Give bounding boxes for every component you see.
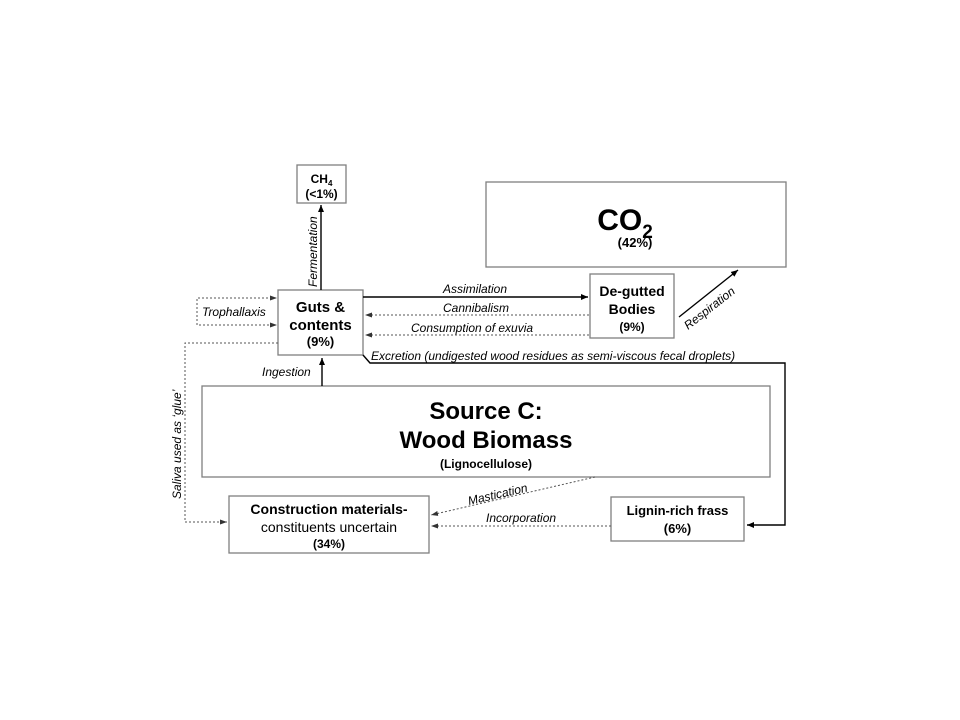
source-line1: Source C:: [429, 398, 542, 425]
construction-line2: constituents uncertain: [261, 519, 397, 535]
co2-subscript: 2: [642, 222, 653, 243]
source-line3: (Lignocellulose): [440, 457, 532, 471]
svg-text:CH4: CH4: [311, 172, 333, 188]
degutted-percent: (9%): [619, 320, 644, 334]
frass-node: Lignin-rich frass (6%): [610, 496, 745, 542]
incorporation-label: Incorporation: [486, 511, 556, 525]
ch4-node: CH4 (<1%): [296, 164, 347, 204]
ch4-percent: (<1%): [305, 187, 337, 201]
mastication-arrow: [430, 476, 596, 516]
source-node: Source C: Wood Biomass (Lignocellulose): [201, 385, 771, 478]
respiration-edge: Respiration: [678, 269, 739, 332]
excretion-label: Excretion (undigested wood residues as s…: [371, 349, 735, 363]
frass-line1: Lignin-rich frass: [627, 503, 729, 518]
excretion-arrow: [362, 354, 786, 528]
trophallaxis-edge: Trophallaxis: [196, 295, 277, 328]
ingestion-label: Ingestion: [262, 365, 311, 379]
svg-text:CO2: CO2: [597, 204, 653, 243]
degutted-line2: Bodies: [609, 301, 656, 317]
construction-percent: (34%): [313, 537, 345, 551]
ch4-subscript: 4: [328, 179, 333, 188]
fermentation-edge: Fermentation: [306, 205, 324, 290]
co2-node: CO2 (42%): [485, 181, 787, 268]
fermentation-label: Fermentation: [306, 216, 320, 287]
exuvia-edge: Consumption of exuvia: [365, 321, 589, 338]
respiration-arrow: [678, 269, 739, 318]
mastication-edge: Mastication: [430, 476, 596, 516]
guts-percent: (9%): [307, 334, 334, 349]
trophallaxis-label: Trophallaxis: [202, 305, 266, 319]
source-line2: Wood Biomass: [400, 427, 573, 454]
incorporation-edge: Incorporation: [431, 511, 611, 529]
degutted-line1: De-gutted: [599, 283, 664, 299]
guts-node: Guts & contents (9%): [277, 289, 364, 356]
saliva-arrow: [184, 342, 278, 525]
saliva-label: Saliva used as ‘glue’: [170, 389, 184, 499]
excretion-edge: Excretion (undigested wood residues as s…: [362, 349, 786, 528]
co2-percent: (42%): [618, 235, 653, 250]
guts-line2: contents: [289, 317, 352, 334]
ch4-formula: CH: [311, 172, 328, 186]
exuvia-label: Consumption of exuvia: [411, 321, 533, 335]
frass-percent: (6%): [664, 521, 691, 536]
trophallaxis-loop: [196, 297, 276, 326]
cannibalism-edge: Cannibalism: [365, 301, 589, 318]
ingestion-edge: Ingestion: [262, 358, 325, 386]
saliva-edge: Saliva used as ‘glue’: [170, 342, 278, 525]
assimilation-label: Assimilation: [442, 282, 507, 296]
construction-line1: Construction materials-: [250, 501, 407, 517]
construction-node: Construction materials- constituents unc…: [228, 495, 430, 554]
degutted-node: De-gutted Bodies (9%): [589, 273, 675, 339]
guts-line1: Guts &: [296, 299, 345, 316]
co2-formula: CO: [597, 204, 642, 237]
assimilation-edge: Assimilation: [363, 282, 588, 300]
mastication-label: Mastication: [467, 481, 530, 508]
cannibalism-label: Cannibalism: [443, 301, 509, 315]
